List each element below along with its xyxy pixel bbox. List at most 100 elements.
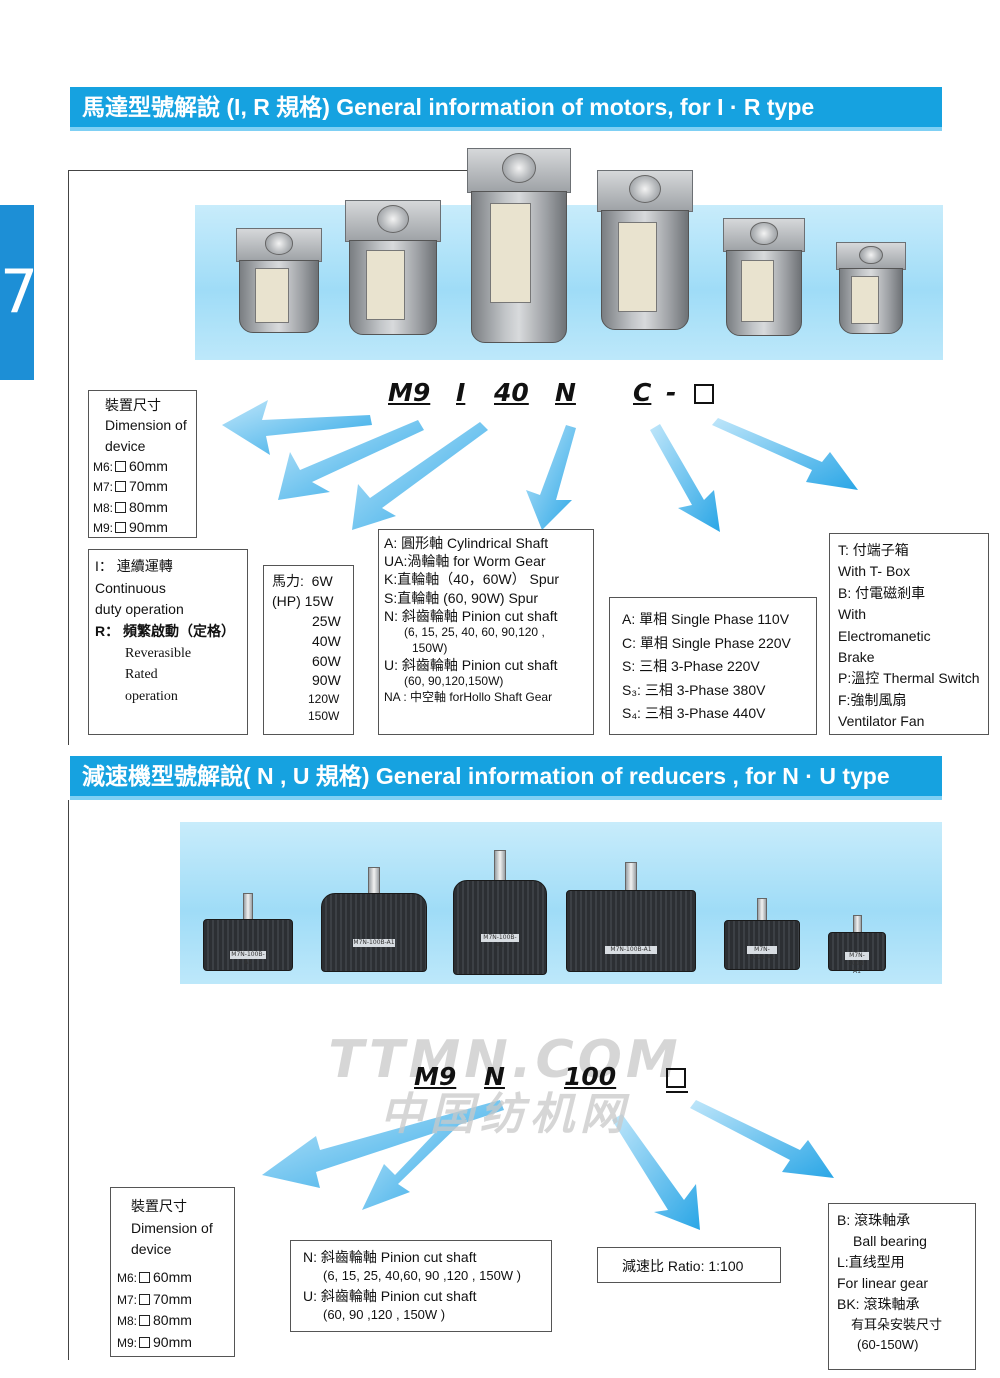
model-part-power: 40 bbox=[494, 378, 529, 407]
duty-r-en-3: operation bbox=[125, 689, 178, 705]
model-part-frame: M9 bbox=[388, 378, 431, 407]
reducer-model-part-ratio: 100 bbox=[564, 1062, 617, 1091]
duty-r-row: R： 頻繁啟動（定格） bbox=[95, 623, 236, 640]
motor-photo-6 bbox=[836, 242, 906, 334]
phase-line: S: 三相 3-Phase 220V bbox=[622, 658, 760, 675]
section2-frame-left bbox=[68, 800, 69, 1360]
shaft-line: N: 斜齒輪軸 Pinion cut shaft bbox=[384, 607, 558, 624]
option-line: T: 付端子箱 bbox=[838, 542, 909, 558]
reducer-shaft-line: (6, 15, 25, 40,60, 90 ,120 , 150W ) bbox=[323, 1268, 522, 1284]
model-part-duty: I bbox=[456, 378, 466, 407]
ratio-text: 減速比 Ratio: 1:100 bbox=[622, 1258, 744, 1274]
shaft-line: (6, 15, 25, 40, 60, 90,120 , bbox=[404, 624, 545, 639]
section2-banner: 減速機型號解說( N , U 規格) General information o… bbox=[70, 756, 942, 796]
dimension-row: M7:70mm bbox=[93, 478, 168, 495]
dimension-row: M9:90mm bbox=[93, 519, 168, 536]
phase-line: A: 單相 Single Phase 110V bbox=[622, 611, 790, 627]
reducer-shaft-line: N: 斜齒輪軸 Pinion cut shaft bbox=[303, 1249, 477, 1265]
duty-r-en-1: Reverasible bbox=[125, 645, 192, 661]
shaft-line: K:直輪軸（40，60W） Spur bbox=[384, 571, 560, 588]
shaft-line: (60, 90,120,150W) bbox=[404, 674, 504, 689]
option-line: With bbox=[838, 606, 866, 623]
reducer-shaft-line: U: 斜齒輪軸 Pinion cut shaft bbox=[303, 1288, 477, 1305]
power-row-5: 90W bbox=[312, 672, 341, 689]
bearing-line: Ball bearing bbox=[853, 1233, 927, 1249]
duty-type-box: I： 連續運轉 Continuous duty operation R： 頻繁啟… bbox=[88, 549, 248, 735]
reducer-dimension-row: M8:80mm bbox=[117, 1312, 192, 1329]
model-part-shaft: N bbox=[555, 378, 576, 407]
bearing-box: B: 滾珠軸承 Ball bearing L:直线型用 For linear g… bbox=[828, 1203, 976, 1370]
option-line: B: 付電磁剎車 bbox=[838, 584, 926, 601]
bearing-line: 有耳朵安裝尺寸 bbox=[851, 1317, 943, 1332]
arrow-to-bearing bbox=[690, 1100, 834, 1178]
arrow-to-power bbox=[352, 422, 488, 530]
power-row-1: (HP) 15W bbox=[272, 592, 334, 609]
power-row-0: 馬力: 6W bbox=[272, 573, 333, 589]
motor-photo-2 bbox=[345, 200, 441, 335]
dimension-subtitle-2: device bbox=[105, 437, 146, 454]
duty-r-en-2: Rated bbox=[125, 667, 158, 683]
phase-line: S₄: 三相 3-Phase 440V bbox=[622, 705, 766, 722]
power-row-7: 150W bbox=[308, 709, 340, 724]
option-line: Brake bbox=[838, 649, 875, 666]
reducer-model-code: M9 N 100 bbox=[414, 1062, 694, 1096]
ratio-box: 減速比 Ratio: 1:100 bbox=[597, 1247, 781, 1283]
dimension-row: M6:60mm bbox=[93, 457, 168, 474]
option-line: Electromanetic bbox=[838, 627, 931, 644]
reducer-photo-6: M7N-100B-A1 bbox=[828, 915, 886, 975]
bearing-line: L:直线型用 bbox=[837, 1254, 905, 1270]
reducer-photo-2: M7N-100B-A1 bbox=[321, 867, 427, 972]
motor-photo-3 bbox=[467, 148, 571, 343]
power-row-2: 25W bbox=[312, 612, 341, 629]
phase-line: C: 單相 Single Phase 220V bbox=[622, 634, 791, 651]
reducer-shaft-box: N: 斜齒輪軸 Pinion cut shaft (6, 15, 25, 40,… bbox=[290, 1240, 552, 1332]
power-row-6: 120W bbox=[308, 692, 340, 707]
watermark: TTMN.COM 中国纺机网 bbox=[270, 1030, 740, 1140]
power-row-3: 40W bbox=[312, 632, 341, 649]
model-part-option-box bbox=[694, 384, 714, 404]
reducer-photo-band bbox=[180, 822, 942, 984]
section2-banner-strip bbox=[70, 796, 942, 800]
phase-box: A: 單相 Single Phase 110V C: 單相 Single Pha… bbox=[609, 597, 817, 735]
section1-frame-left bbox=[68, 170, 69, 745]
reducer-model-part-shaft: N bbox=[484, 1062, 505, 1091]
reducer-model-part-frame: M9 bbox=[414, 1062, 457, 1091]
arrow-to-shaft bbox=[526, 425, 576, 530]
section1-banner: 馬達型號解說 (I, R 規格) General information of … bbox=[70, 87, 942, 127]
reducer-dimension-subtitle-2: device bbox=[131, 1241, 172, 1258]
motor-photo-1 bbox=[236, 228, 322, 333]
arrow-to-shaft-2 bbox=[362, 1115, 462, 1210]
bearing-line: (60-150W) bbox=[857, 1336, 919, 1352]
reducer-dimension-title: 裝置尺寸 bbox=[131, 1198, 187, 1214]
reducer-photo-5: M7N-100B-A1 bbox=[724, 898, 800, 970]
phase-line: S₃: 三相 3-Phase 380V bbox=[622, 681, 766, 698]
power-row-4: 60W bbox=[312, 652, 341, 669]
arrow-to-dimension bbox=[222, 400, 372, 455]
shaft-line: S:直輪軸 (60, 90W) Spur bbox=[384, 589, 539, 606]
dimension-subtitle-1: Dimension of bbox=[105, 417, 187, 434]
watermark-line-1: TTMN.COM bbox=[328, 1030, 682, 1090]
reducer-shaft-line: (60, 90 ,120 , 150W ) bbox=[323, 1307, 446, 1323]
reducer-photo-4: M7N-100B-A1 bbox=[566, 862, 696, 972]
section1-banner-strip bbox=[70, 127, 942, 131]
bearing-line: For linear gear bbox=[837, 1275, 929, 1291]
dimension-title: 裝置尺寸 bbox=[105, 397, 161, 413]
reducer-photo-3: M7N-100B-A1 bbox=[453, 850, 547, 975]
chapter-tab: 7 bbox=[0, 205, 38, 380]
shaft-line: U: 斜齒輪軸 Pinion cut shaft bbox=[384, 657, 558, 674]
shaft-line: A: 圓形軸 Cylindrical Shaft bbox=[384, 535, 549, 551]
arrow-to-phase bbox=[650, 424, 720, 532]
shaft-line: NA : 中空軸 forHollo Shaft Gear bbox=[384, 689, 553, 704]
motor-model-code: M9 I 40 N C - bbox=[388, 378, 728, 412]
duty-i-en-2: duty operation bbox=[95, 601, 184, 618]
reducer-dimension-row: M9:90mm bbox=[117, 1334, 192, 1351]
option-line: With T- Box bbox=[838, 563, 911, 580]
model-part-phase: C bbox=[633, 378, 652, 407]
bearing-line: B: 滾珠軸承 bbox=[837, 1212, 911, 1228]
model-part-dash: - bbox=[666, 378, 677, 407]
option-line: P:溫控 Thermal Switch bbox=[838, 670, 980, 687]
reducer-dimension-row: M6:60mm bbox=[117, 1269, 192, 1286]
option-box: T: 付端子箱 With T- Box B: 付電磁剎車 With Electr… bbox=[829, 533, 989, 735]
motor-photo-4 bbox=[597, 170, 693, 330]
